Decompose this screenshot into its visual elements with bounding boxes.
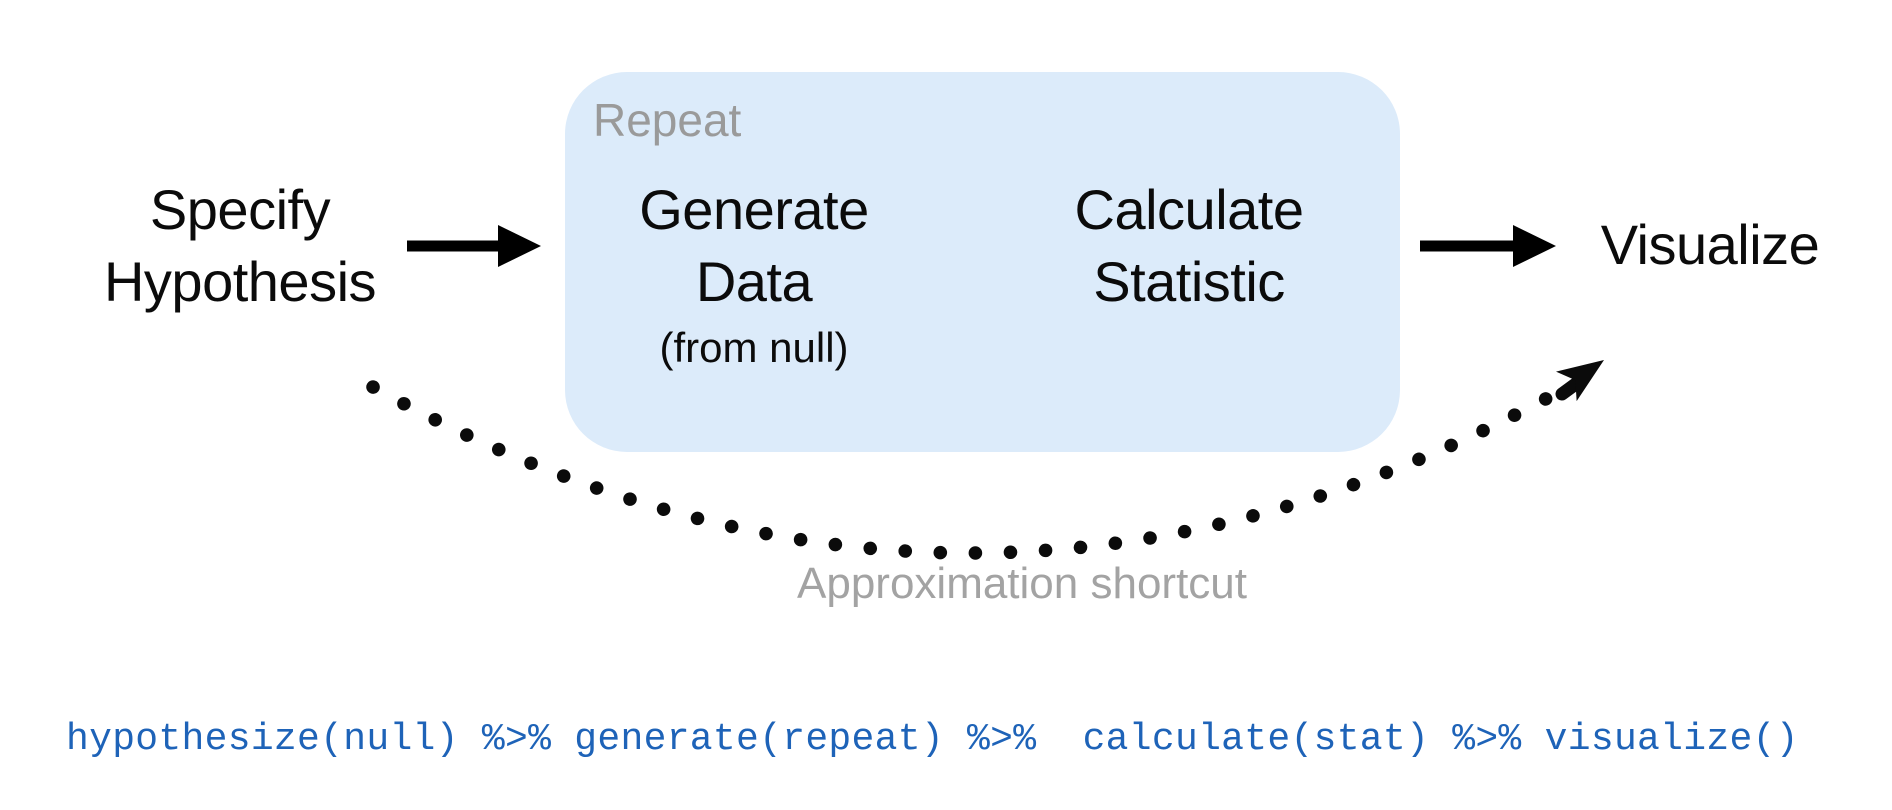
specify-line1: Specify (149, 178, 331, 241)
shortcut-arrow-stub (1555, 376, 1584, 401)
step-specify-hypothesis: Specify Hypothesis (60, 174, 420, 318)
specify-line2: Hypothesis (103, 250, 377, 313)
generate-line2: Data (695, 250, 813, 313)
repeat-box: Repeat (565, 72, 1400, 452)
generate-note: (from null) (659, 324, 849, 371)
repeat-label: Repeat (593, 94, 742, 146)
step-visualize: Visualize (1530, 209, 1890, 281)
generate-line1: Generate (639, 178, 869, 241)
code-line: hypothesize(null) %>% generate(repeat) %… (66, 718, 1799, 761)
shortcut-arrowhead-icon (1555, 360, 1604, 402)
step-generate-data: Generate Data (from null) (574, 174, 934, 374)
visualize-line1: Visualize (1600, 213, 1820, 276)
step-calculate-statistic: Calculate Statistic (1009, 174, 1369, 318)
flow-arrow-specify-to-generate (407, 225, 541, 267)
calculate-line1: Calculate (1074, 178, 1304, 241)
approximation-shortcut-label: Approximation shortcut (797, 559, 1247, 608)
calculate-line2: Statistic (1093, 250, 1285, 313)
